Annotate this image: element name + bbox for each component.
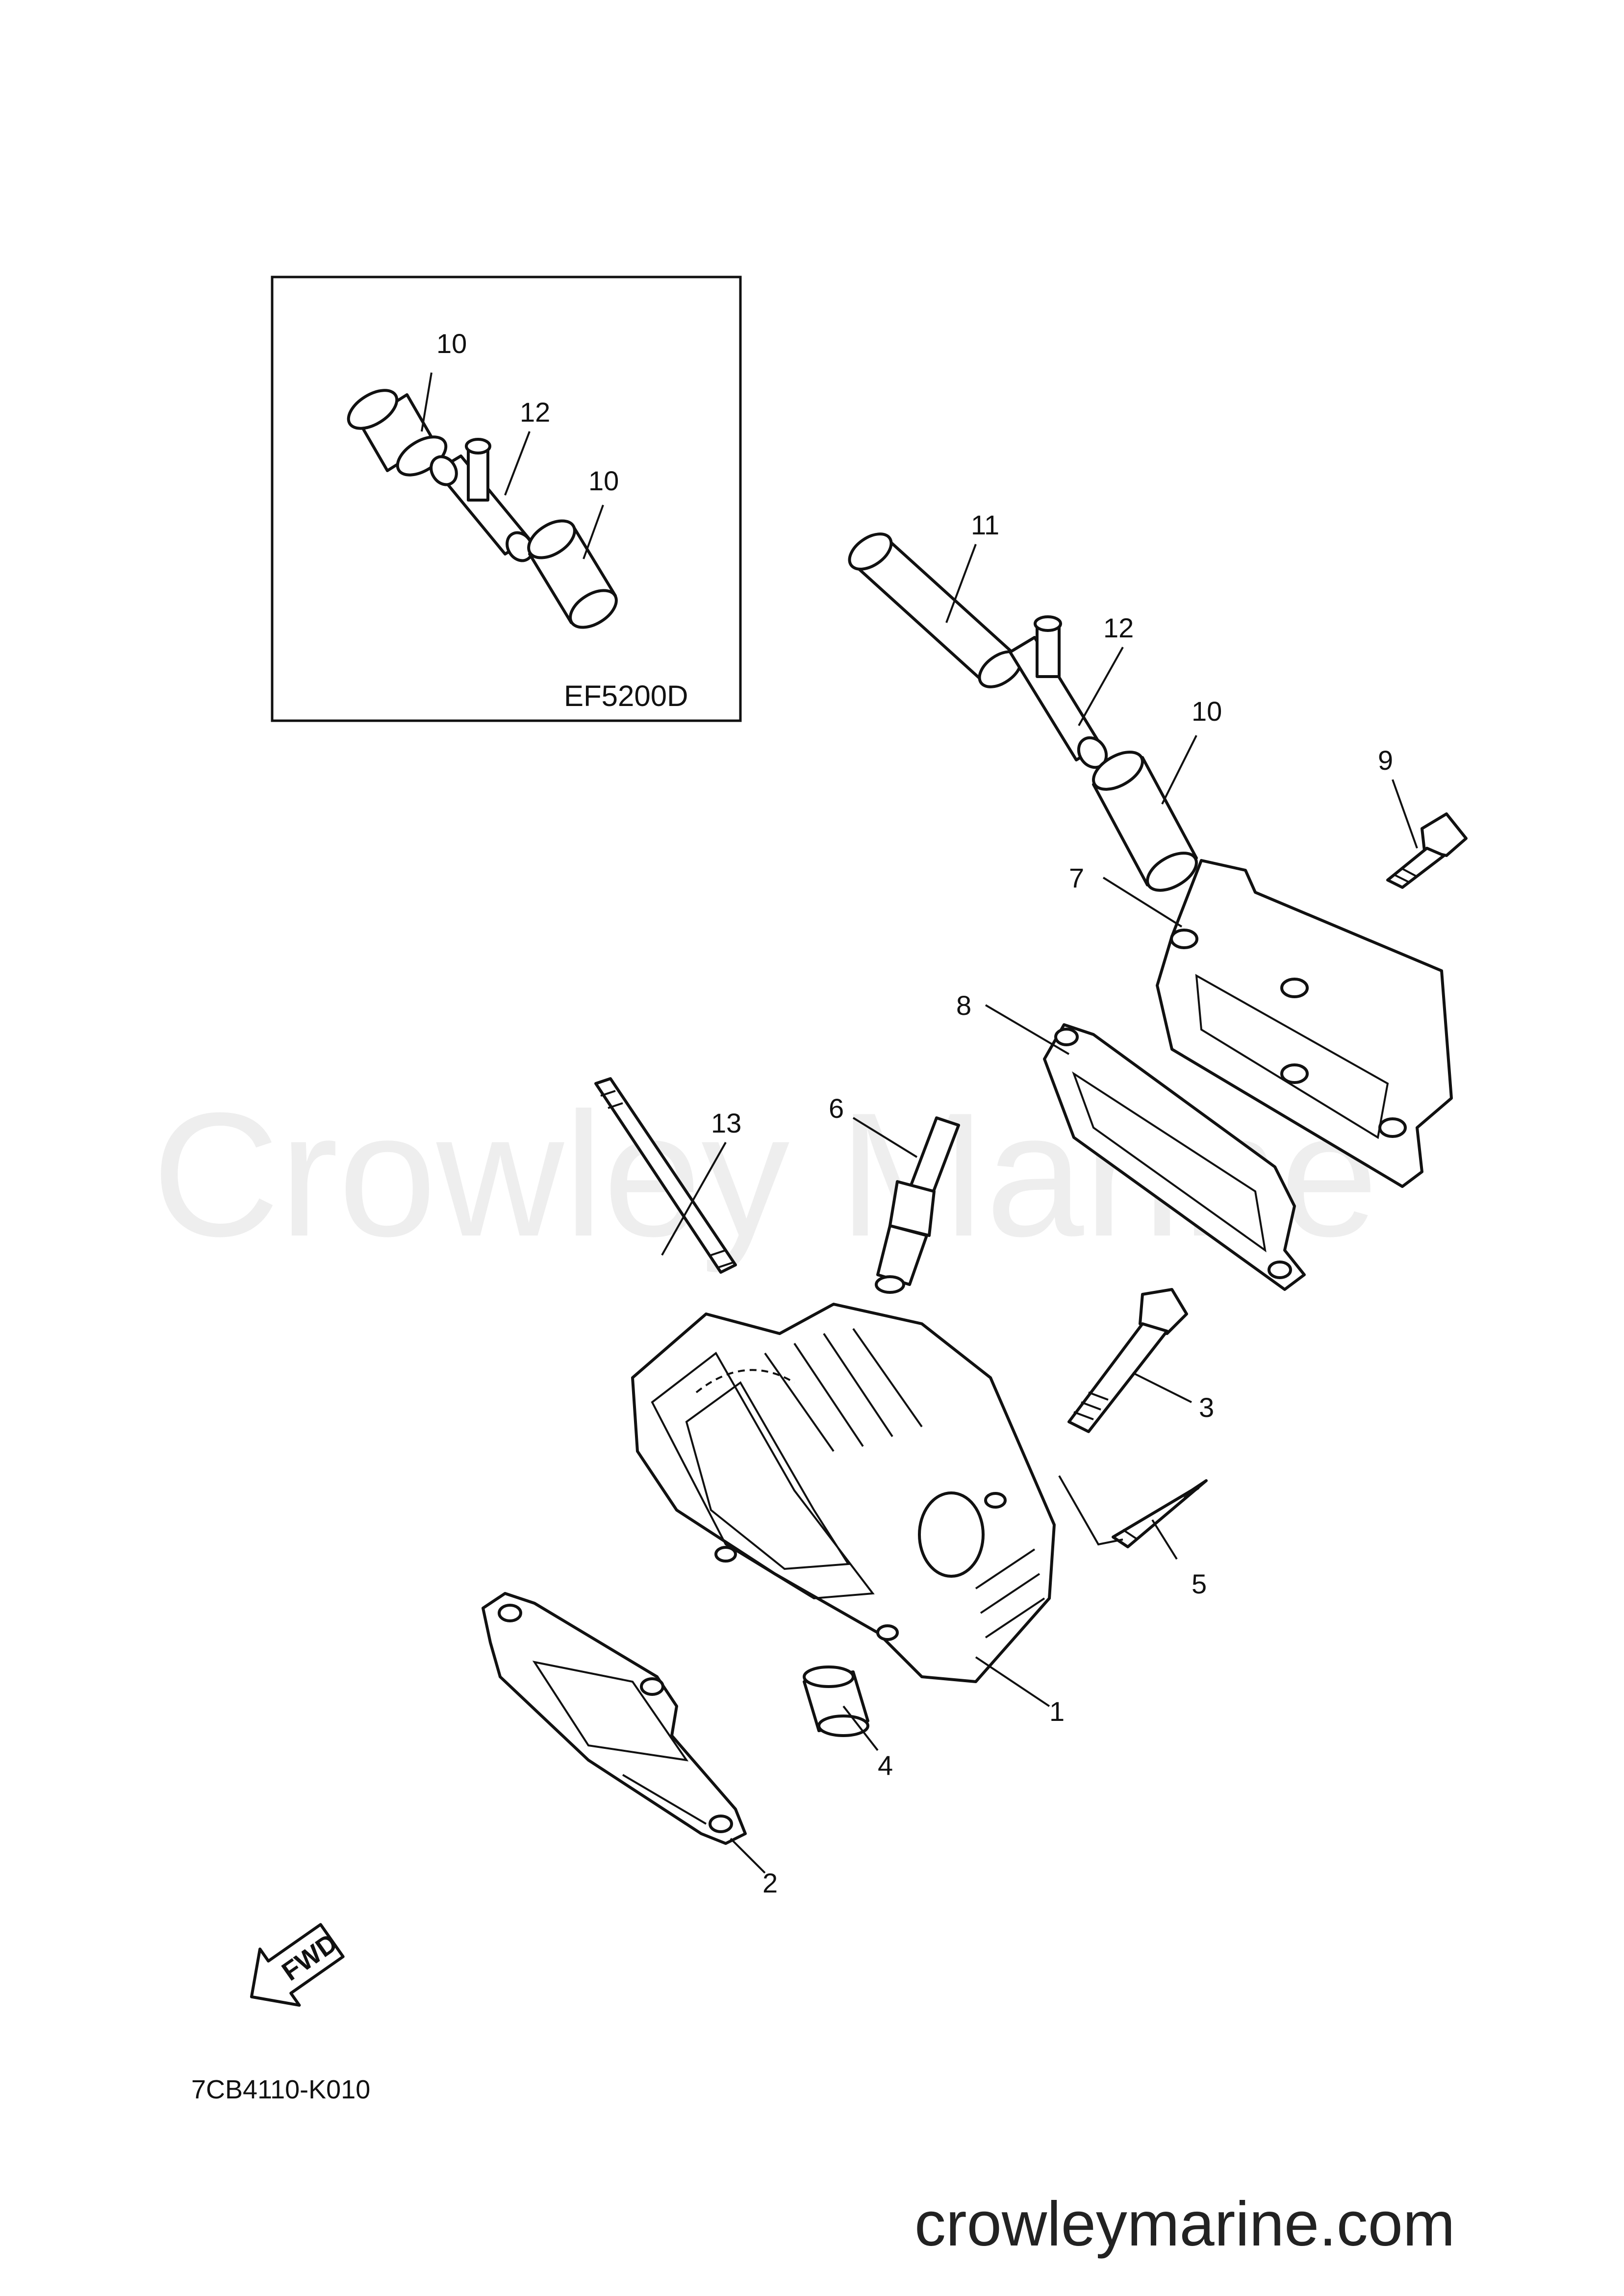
inset-hose-lower (527, 519, 618, 629)
inset-hose-upper (347, 389, 448, 477)
callout-3: 3 (1199, 1392, 1214, 1423)
callout-2: 2 (762, 1867, 778, 1898)
callout-10: 10 (1192, 696, 1222, 727)
callout-5: 5 (1192, 1568, 1207, 1599)
part-10-hose (1092, 751, 1198, 892)
site-url: crowleymarine.com (914, 2189, 1455, 2259)
part-3-bolt (1067, 1288, 1188, 1433)
callout-4: 4 (878, 1750, 893, 1781)
callout-13: 13 (711, 1108, 741, 1138)
part-5-stud (1112, 1479, 1208, 1548)
inset-callout-12: 12 (520, 397, 550, 428)
diagram-code: 7CB4110-K010 (191, 2075, 370, 2104)
callout-7: 7 (1069, 862, 1084, 893)
inset-callout-10b: 10 (588, 465, 619, 496)
inset-callout-10a: 10 (436, 328, 467, 359)
part-7-cover (1156, 859, 1453, 1188)
part-13-stud (594, 1077, 737, 1274)
callout-1: 1 (1049, 1696, 1065, 1727)
part-9-bolt (1386, 812, 1468, 889)
part-1-cylinder-head (631, 1303, 1056, 1683)
callout-9: 9 (1378, 745, 1393, 776)
callout-11: 11 (971, 509, 999, 540)
callout-12: 12 (1103, 612, 1134, 643)
part-8-gasket (1043, 1023, 1306, 1291)
fwd-arrow-icon: FWD (250, 1923, 345, 2007)
part-2-gasket (482, 1592, 747, 1845)
part-6-spark-plug (875, 1116, 960, 1294)
inset-tee-fitting (430, 438, 534, 562)
inset-ef5200d: 10 12 10 EF5200D (271, 276, 742, 722)
callout-8: 8 (956, 990, 971, 1021)
part-11-hose (848, 532, 1023, 688)
callout-6: 6 (829, 1093, 844, 1124)
inset-label: EF5200D (564, 680, 688, 712)
